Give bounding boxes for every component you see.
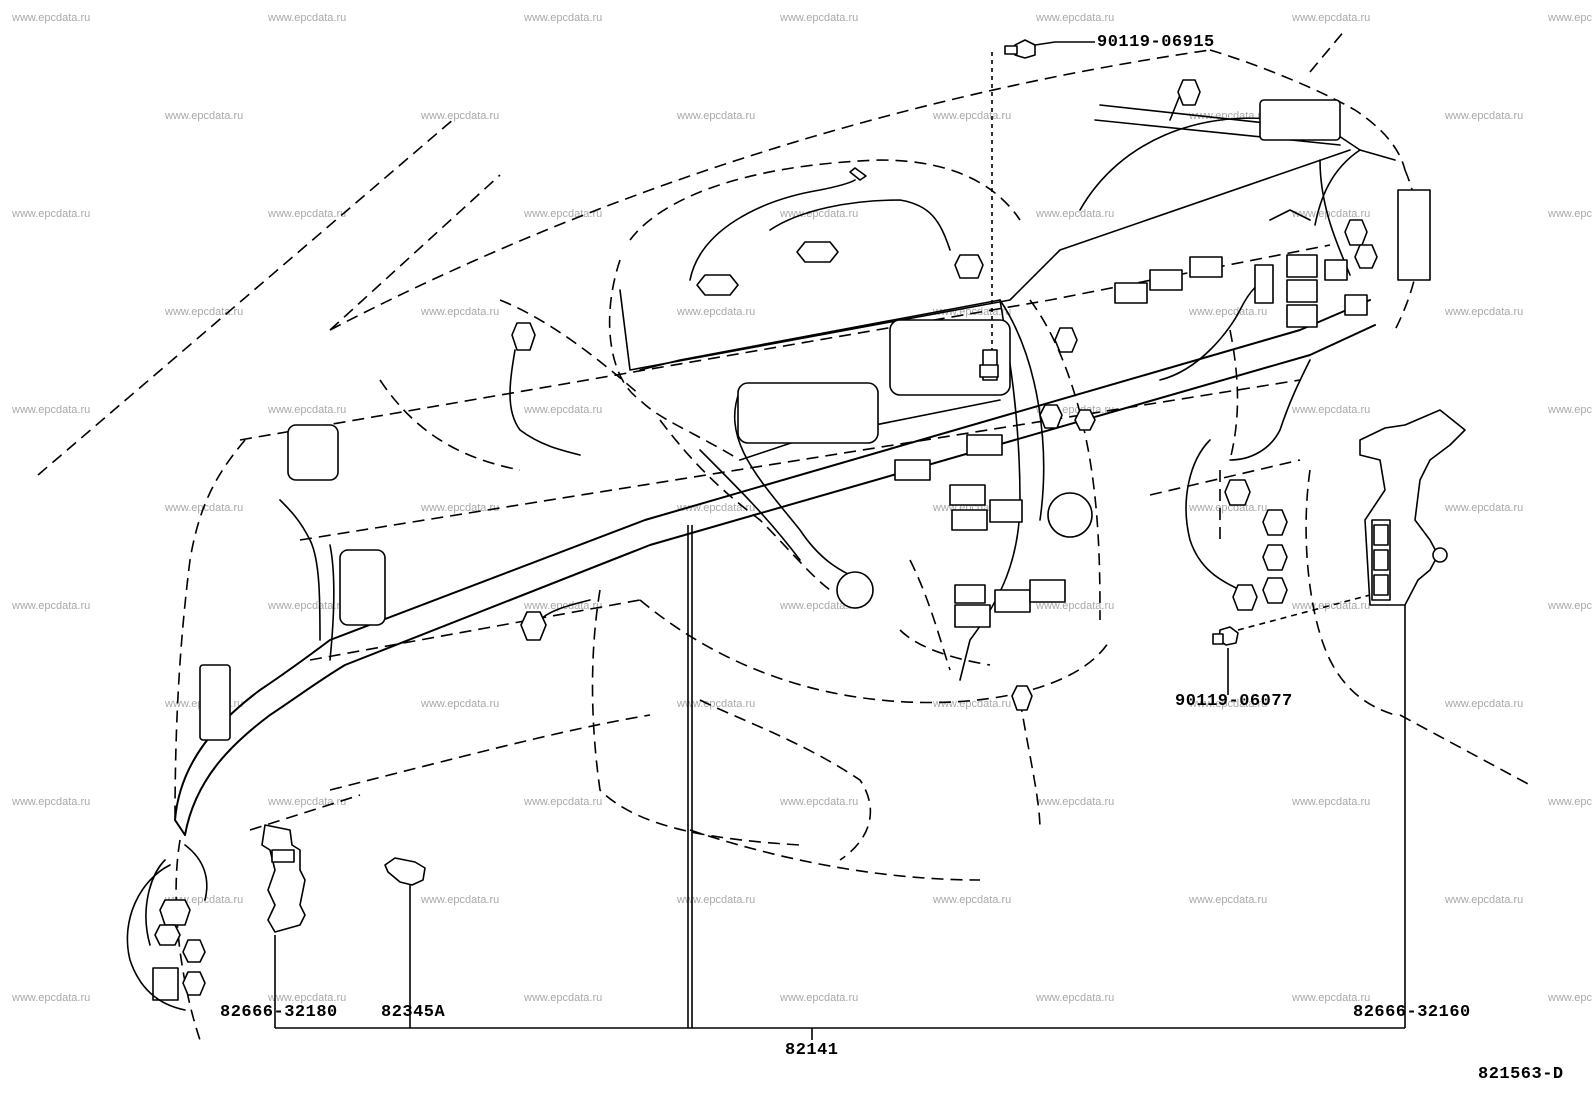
watermark-text: www.epcdata.ru xyxy=(165,110,244,122)
watermark-text: www.epcdata.ru xyxy=(1189,698,1268,710)
watermark-text: www.epcdata.ru xyxy=(524,796,603,808)
watermark-text: www.epcdata.ru xyxy=(421,894,500,906)
watermark-text: www.epcdata.ru xyxy=(524,404,603,416)
watermark-text: www.epcdata.ru xyxy=(677,110,756,122)
watermark-text: www.epcdata.ru xyxy=(1445,110,1524,122)
watermark-text: www.epcdata.ru xyxy=(421,110,500,122)
part-label-82666-32160: 82666-32160 xyxy=(1353,1003,1471,1022)
part-label-90119-06915: 90119-06915 xyxy=(1097,33,1215,52)
bolt-90119-06915 xyxy=(991,39,1095,350)
watermark-text: www.epcdata.ru xyxy=(421,698,500,710)
watermark-text: www.epcdata.ru xyxy=(524,600,603,612)
watermark-text: www.epcdata.ru xyxy=(1548,992,1592,1004)
watermark-text: www.epcdata.ru xyxy=(677,306,756,318)
watermark-text: www.epcdata.ru xyxy=(1292,12,1371,24)
callout-leaders xyxy=(274,525,1406,1040)
watermark-text: www.epcdata.ru xyxy=(1036,208,1115,220)
watermark-text: www.epcdata.ru xyxy=(268,992,347,1004)
watermark-text: www.epcdata.ru xyxy=(677,698,756,710)
watermark-text: www.epcdata.ru xyxy=(1036,12,1115,24)
watermark-text: www.epcdata.ru xyxy=(12,600,91,612)
watermark-text: www.epcdata.ru xyxy=(165,306,244,318)
watermark-text: www.epcdata.ru xyxy=(933,894,1012,906)
watermark-text: www.epcdata.ru xyxy=(780,600,859,612)
watermark-text: www.epcdata.ru xyxy=(1445,698,1524,710)
bolt-90119-06077 xyxy=(1212,594,1371,695)
center-bracket xyxy=(979,349,999,381)
watermark-text: www.epcdata.ru xyxy=(1292,208,1371,220)
clip-82345A xyxy=(384,857,426,1010)
part-label-82345A: 82345A xyxy=(381,1003,446,1022)
watermark-text: www.epcdata.ru xyxy=(12,208,91,220)
watermark-text: www.epcdata.ru xyxy=(12,404,91,416)
watermark-text: www.epcdata.ru xyxy=(1292,796,1371,808)
watermark-text: www.epcdata.ru xyxy=(268,12,347,24)
watermark-text: www.epcdata.ru xyxy=(780,12,859,24)
part-label-82666-32180: 82666-32180 xyxy=(220,1003,338,1022)
watermark-text: www.epcdata.ru xyxy=(12,12,91,24)
part-label-90119-06077: 90119-06077 xyxy=(1175,692,1293,711)
watermark-text: www.epcdata.ru xyxy=(1292,404,1371,416)
bracket-right-82666-32160 xyxy=(1359,409,1466,1010)
watermark-text: www.epcdata.ru xyxy=(677,894,756,906)
watermark-text: www.epcdata.ru xyxy=(780,208,859,220)
watermark-text: www.epcdata.ru xyxy=(1445,306,1524,318)
watermark-text: www.epcdata.ru xyxy=(524,12,603,24)
watermark-text: www.epcdata.ru xyxy=(12,992,91,1004)
watermark-text: www.epcdata.ru xyxy=(780,796,859,808)
watermark-text: www.epcdata.ru xyxy=(268,404,347,416)
watermark-text: www.epcdata.ru xyxy=(1445,502,1524,514)
watermark-text: www.epcdata.ru xyxy=(421,306,500,318)
watermark-text: www.epcdata.ru xyxy=(1548,600,1592,612)
watermark-text: www.epcdata.ru xyxy=(12,796,91,808)
watermark-text: www.epcdata.ru xyxy=(933,698,1012,710)
figure-id: 821563-D xyxy=(1478,1065,1564,1084)
watermark-text: www.epcdata.ru xyxy=(1036,600,1115,612)
watermark-text: www.epcdata.ru xyxy=(1189,110,1268,122)
watermark-text: www.epcdata.ru xyxy=(268,600,347,612)
watermark-text: www.epcdata.ru xyxy=(268,208,347,220)
part-label-82141: 82141 xyxy=(785,1041,839,1060)
watermark-text: www.epcdata.ru xyxy=(1445,894,1524,906)
watermark-text: www.epcdata.ru xyxy=(1548,796,1592,808)
watermark-text: www.epcdata.ru xyxy=(1548,12,1592,24)
watermark-text: www.epcdata.ru xyxy=(524,992,603,1004)
watermark-text: www.epcdata.ru xyxy=(1036,796,1115,808)
lower-left-harness xyxy=(126,844,208,1011)
watermark-text: www.epcdata.ru xyxy=(1189,894,1268,906)
wire-harness-main xyxy=(174,104,1396,836)
watermark-text: www.epcdata.ru xyxy=(1548,404,1592,416)
bracket-left-82666-32180 xyxy=(261,824,306,1010)
watermark-text: www.epcdata.ru xyxy=(1548,208,1592,220)
watermark-text: www.epcdata.ru xyxy=(1036,992,1115,1004)
watermark-text: www.epcdata.ru xyxy=(1292,600,1371,612)
watermark-text: www.epcdata.ru xyxy=(1292,992,1371,1004)
phantom-dashboard-outline xyxy=(37,29,1531,1041)
watermark-text: www.epcdata.ru xyxy=(524,208,603,220)
watermark-text: www.epcdata.ru xyxy=(1189,306,1268,318)
watermark-text: www.epcdata.ru xyxy=(780,992,859,1004)
watermark-text: www.epcdata.ru xyxy=(1189,502,1268,514)
